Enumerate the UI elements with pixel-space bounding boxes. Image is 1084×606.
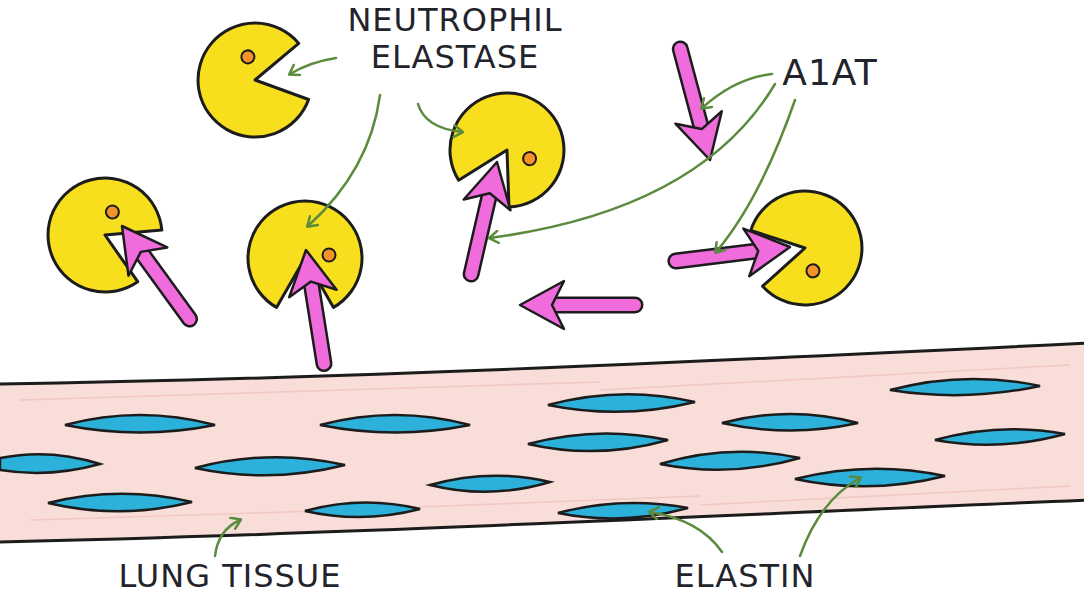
elastin-fibres [0, 379, 1065, 519]
a1at-molecule [520, 281, 635, 329]
neutrophil-elastase [189, 15, 314, 146]
lung-tissue-band [0, 343, 1084, 542]
tissue-edge [0, 343, 1084, 384]
text-label: A1AT [775, 52, 885, 93]
a1at-molecule [282, 246, 347, 367]
a1at-molecule [448, 157, 521, 280]
a1at-molecule [103, 212, 209, 333]
leader-lines [215, 58, 860, 556]
neutrophil-elastase [29, 159, 174, 307]
text-label: LUNG TISSUE [70, 558, 390, 595]
neutrophil-elastase [433, 73, 584, 220]
text-label: ELASTIN [640, 558, 850, 595]
a1at-molecule [673, 223, 793, 285]
tissue-fibres [20, 365, 1070, 520]
text-label: NEUTROPHIL ELASTASE [320, 2, 590, 76]
